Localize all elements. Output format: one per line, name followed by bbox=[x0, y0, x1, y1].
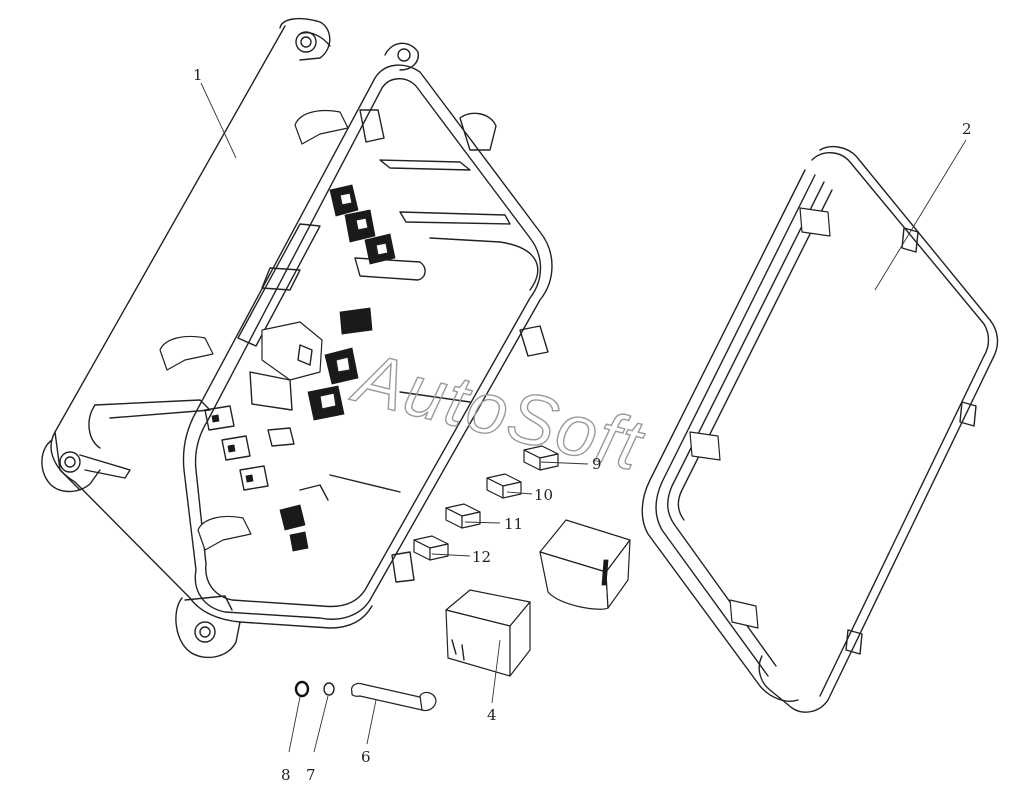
part-8-washer bbox=[294, 680, 310, 698]
callout-2: 2 bbox=[962, 120, 972, 138]
callout-12: 12 bbox=[472, 548, 491, 566]
callout-9: 9 bbox=[592, 455, 602, 473]
cover-left-edge bbox=[641, 169, 806, 702]
callout-labels: 1 2 4 6 7 8 9 10 11 12 bbox=[193, 66, 972, 784]
watermark: AutoSoft bbox=[344, 337, 652, 487]
callout-4: 4 bbox=[487, 706, 497, 724]
fuse-12 bbox=[413, 535, 449, 561]
part-1-fuse-box-base bbox=[41, 17, 553, 659]
cover-latch-3 bbox=[729, 599, 759, 629]
part-7-washer bbox=[323, 682, 335, 696]
box-rim-inner bbox=[194, 78, 542, 608]
callout-7: 7 bbox=[306, 766, 316, 784]
leader-lines bbox=[200, 82, 967, 753]
part-6-bolt bbox=[351, 682, 437, 712]
part-4-relay-large bbox=[539, 519, 631, 610]
cover-latch-1 bbox=[799, 207, 831, 237]
relay-socket-large bbox=[261, 321, 323, 381]
left-mounting-ear bbox=[41, 439, 101, 493]
fuse-11 bbox=[445, 503, 481, 529]
callout-6: 6 bbox=[361, 748, 371, 766]
bottom-mounting-ear bbox=[175, 597, 241, 659]
top-mounting-ear bbox=[279, 17, 331, 61]
fuse-9 bbox=[523, 445, 559, 471]
cover-latch-2 bbox=[689, 431, 721, 461]
callout-10: 10 bbox=[534, 486, 553, 504]
clip-upper bbox=[294, 109, 349, 145]
cover-outer-edge bbox=[758, 145, 999, 713]
part-4-relay-small bbox=[445, 589, 531, 677]
callout-8: 8 bbox=[281, 766, 291, 784]
part-2-cover bbox=[641, 145, 999, 713]
clip-lower bbox=[197, 515, 252, 551]
clip-middle bbox=[159, 335, 214, 371]
box-rim-outer bbox=[182, 64, 553, 620]
callout-1: 1 bbox=[193, 66, 203, 84]
fuse-10 bbox=[486, 473, 522, 499]
callout-11: 11 bbox=[504, 515, 523, 533]
